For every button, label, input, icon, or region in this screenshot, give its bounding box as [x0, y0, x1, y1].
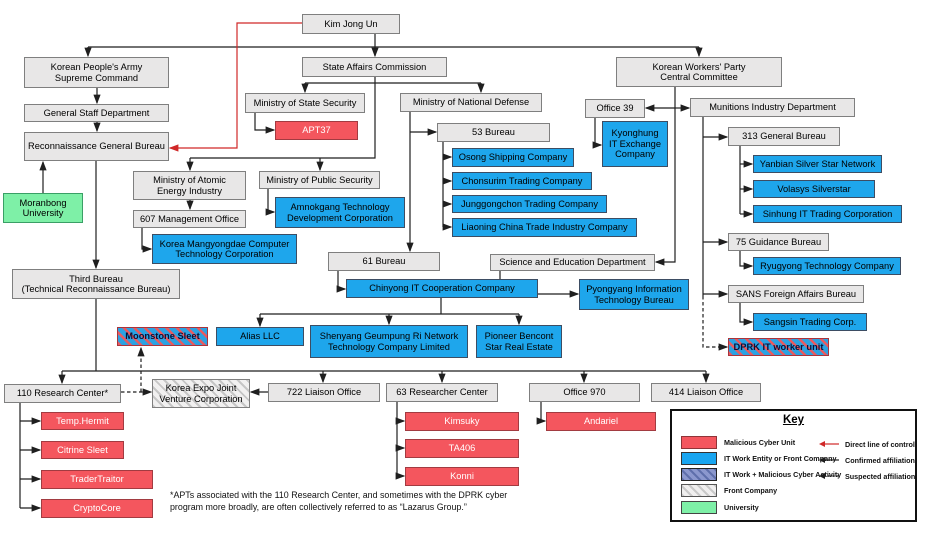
node-korea-expo-joint-venture: Korea Expo Joint Venture Corporation — [152, 379, 250, 408]
node-63-researcher-center: 63 Researcher Center — [386, 383, 498, 402]
node-reconnaissance-general-bureau: Reconnaissance General Bureau — [24, 132, 169, 161]
legend-item-suspected-affiliation: Suspected affiliation — [818, 469, 915, 483]
node-ministry-public-security: Ministry of Public Security — [259, 171, 380, 189]
front-company-swatch — [681, 483, 717, 497]
red-arrow-icon — [819, 441, 839, 447]
node-third-bureau: Third Bureau (Technical Reconnaissance B… — [12, 269, 180, 299]
node-junggongchon-trading: Junggongchon Trading Company — [452, 195, 607, 213]
legend-item-it-work-malicious: IT Work + Malicious Cyber Activity — [681, 467, 841, 481]
node-korea-mangyongdae: Korea Mangyongdae Computer Technology Co… — [152, 234, 297, 264]
legend-item-it-work-entity: IT Work Entity or Front Company — [681, 451, 836, 465]
node-kim-jong-un: Kim Jong Un — [302, 14, 400, 34]
node-pioneer-bencont: Pioneer Bencont Star Real Estate — [476, 325, 562, 358]
node-pyongyang-it-bureau: Pyongyang Information Technology Bureau — [579, 279, 689, 310]
node-state-affairs-commission: State Affairs Commission — [302, 57, 447, 77]
legend-label: IT Work Entity or Front Company — [724, 453, 837, 463]
node-konni: Konni — [405, 467, 519, 486]
node-kpa-supreme-command: Korean People's Army Supreme Command — [24, 57, 169, 88]
node-110-research-center: 110 Research Center* — [4, 384, 121, 403]
legend-label: Suspected affiliation — [845, 471, 916, 481]
node-ministry-of-state-security: Ministry of State Security — [245, 93, 365, 113]
node-andariel: Andariel — [546, 412, 656, 431]
node-temp-hermit: Temp.Hermit — [41, 412, 124, 430]
node-moranbong-university: Moranbong University — [3, 193, 83, 223]
legend-label: Malicious Cyber Unit — [724, 437, 796, 447]
node-general-staff-department: General Staff Department — [24, 104, 169, 122]
node-trader-traitor: TraderTraitor — [41, 470, 153, 489]
node-shenyang-geumpung: Shenyang Geumpung Ri Network Technology … — [310, 325, 468, 358]
legend-label: University — [724, 502, 759, 512]
it-work-entity-swatch — [681, 451, 717, 465]
node-science-education-department: Science and Education Department — [490, 254, 655, 271]
legend-label: Confirmed affiliation — [845, 455, 915, 465]
malicious-cyber-unit-swatch — [681, 435, 717, 449]
node-kimsuky: Kimsuky — [405, 412, 519, 431]
legend-label: IT Work + Malicious Cyber Activity — [724, 469, 842, 479]
node-ministry-of-national-defense: Ministry of National Defense — [400, 93, 542, 112]
node-munitions-industry-department: Munitions Industry Department — [690, 98, 855, 117]
node-alias-llc: Alias LLC — [216, 327, 304, 346]
node-crypto-core: CryptoCore — [41, 499, 153, 518]
node-kyonghung-it-exchange: Kyonghung IT Exchange Company — [602, 121, 668, 167]
legend-title: Key — [782, 414, 805, 426]
legend-item-university: University — [681, 500, 759, 514]
node-61-bureau: 61 Bureau — [328, 252, 440, 271]
node-office-970: Office 970 — [529, 383, 640, 402]
node-ta406: TA406 — [405, 439, 519, 458]
node-53-bureau: 53 Bureau — [437, 123, 550, 142]
node-volasys-silverstar: Volasys Silverstar — [753, 180, 875, 198]
node-sangsin-trading: Sangsin Trading Corp. — [753, 313, 867, 331]
node-607-management-office: 607 Management Office — [133, 210, 246, 228]
legend-item-confirmed-affiliation: Confirmed affiliation — [818, 453, 915, 467]
dashed-arrow-icon — [819, 473, 839, 479]
node-yanbian-silver-star: Yanbian Silver Star Network — [753, 155, 882, 173]
lazarus-footnote: *APTs associated with the 110 Research C… — [170, 490, 508, 512]
node-chonsurim-trading: Chonsurim Trading Company — [452, 172, 592, 190]
node-313-general-bureau: 313 General Bureau — [728, 127, 840, 146]
legend-item-direct-control: Direct line of control — [818, 437, 915, 451]
node-moonstone-sleet: Moonstone Sleet — [117, 327, 208, 346]
node-kwp-central-committee: Korean Workers' Party Central Committee — [616, 57, 782, 87]
node-75-guidance-bureau: 75 Guidance Bureau — [728, 233, 829, 251]
node-ryugyong-technology: Ryugyong Technology Company — [753, 257, 901, 275]
node-ministry-atomic-energy: Ministry of Atomic Energy Industry — [133, 171, 246, 200]
legend: Key Malicious Cyber Unit IT Work Entity … — [670, 409, 917, 522]
university-swatch — [681, 500, 717, 514]
legend-item-front-company: Front Company — [681, 483, 777, 497]
node-amnokgang-technology: Amnokgang Technology Development Corpora… — [275, 197, 405, 228]
node-apt37: APT37 — [275, 121, 358, 140]
it-work-malicious-swatch — [681, 467, 717, 481]
node-liaoning-china-trade: Liaoning China Trade Industry Company — [452, 218, 637, 237]
legend-item-malicious-cyber-unit: Malicious Cyber Unit — [681, 435, 795, 449]
node-dprk-it-worker-unit: DPRK IT worker unit — [728, 338, 829, 356]
node-citrine-sleet: Citrine Sleet — [41, 441, 124, 459]
legend-label: Front Company — [724, 485, 778, 495]
node-office-39: Office 39 — [585, 99, 645, 118]
node-722-liaison-office: 722 Liaison Office — [268, 383, 380, 402]
node-chinyong-it-cooperation: Chinyong IT Cooperation Company — [346, 279, 538, 298]
node-osong-shipping: Osong Shipping Company — [452, 148, 574, 167]
black-arrow-icon — [819, 457, 839, 463]
node-414-liaison-office: 414 Liaison Office — [651, 383, 761, 402]
node-sinhung-it-trading: Sinhung IT Trading Corporation — [753, 205, 902, 223]
node-sans-foreign-affairs: SANS Foreign Affairs Bureau — [728, 285, 864, 303]
legend-label: Direct line of control — [845, 439, 915, 449]
